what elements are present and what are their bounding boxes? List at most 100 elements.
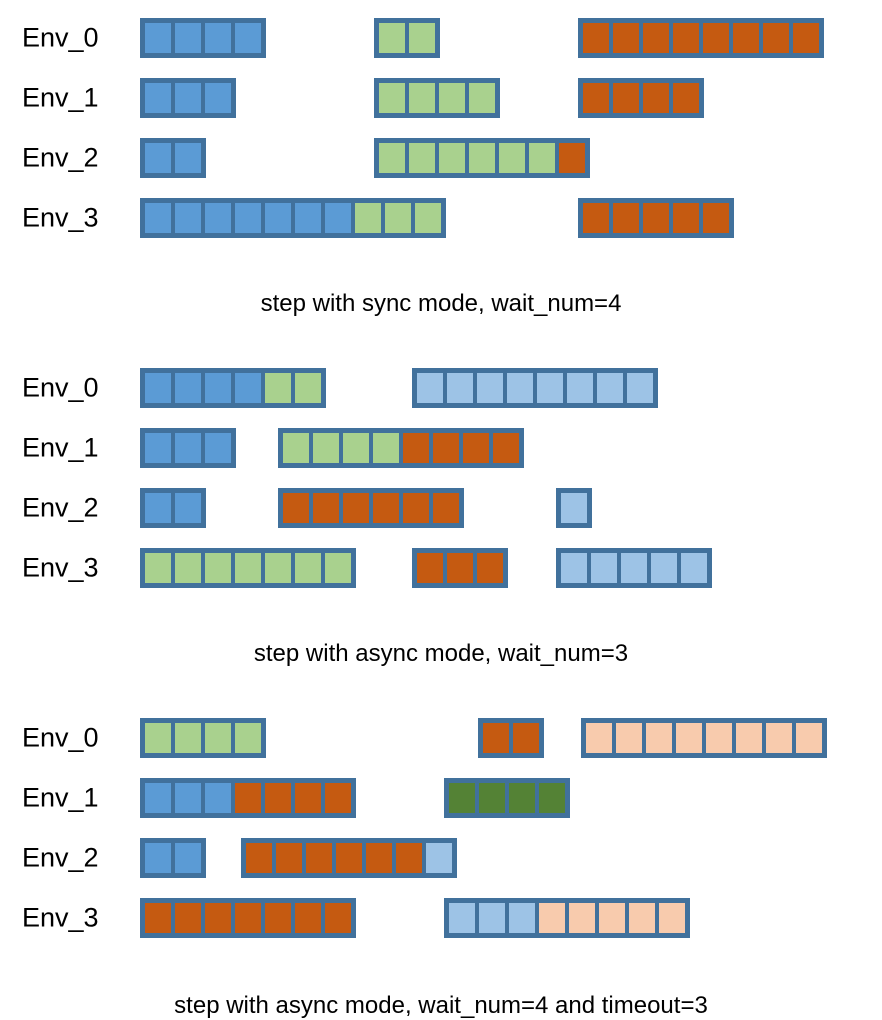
- step-block[interactable]: [140, 198, 446, 238]
- step-cell[interactable]: [469, 83, 495, 113]
- step-cell[interactable]: [175, 83, 201, 113]
- step-cell[interactable]: [507, 373, 533, 403]
- step-cell[interactable]: [409, 23, 435, 53]
- step-cell[interactable]: [145, 843, 171, 873]
- step-block[interactable]: [374, 78, 500, 118]
- step-cell[interactable]: [235, 783, 261, 813]
- step-cell[interactable]: [439, 83, 465, 113]
- step-cell[interactable]: [145, 143, 171, 173]
- step-cell[interactable]: [145, 203, 171, 233]
- step-cell[interactable]: [276, 843, 302, 873]
- step-cell[interactable]: [295, 553, 321, 583]
- step-cell[interactable]: [295, 203, 321, 233]
- step-cell[interactable]: [479, 783, 505, 813]
- step-cell[interactable]: [175, 493, 201, 523]
- step-cell[interactable]: [325, 783, 351, 813]
- step-cell[interactable]: [703, 203, 729, 233]
- step-cell[interactable]: [426, 843, 452, 873]
- step-cell[interactable]: [355, 203, 381, 233]
- step-cell[interactable]: [325, 203, 351, 233]
- step-cell[interactable]: [145, 433, 171, 463]
- step-cell[interactable]: [265, 203, 291, 233]
- step-cell[interactable]: [417, 553, 443, 583]
- step-block[interactable]: [578, 78, 704, 118]
- step-cell[interactable]: [409, 83, 435, 113]
- step-cell[interactable]: [483, 723, 509, 753]
- step-cell[interactable]: [621, 553, 647, 583]
- step-cell[interactable]: [736, 723, 762, 753]
- step-block[interactable]: [140, 78, 236, 118]
- step-cell[interactable]: [343, 493, 369, 523]
- step-cell[interactable]: [499, 143, 525, 173]
- step-cell[interactable]: [673, 83, 699, 113]
- step-cell[interactable]: [145, 23, 171, 53]
- step-cell[interactable]: [477, 373, 503, 403]
- step-block[interactable]: [578, 18, 824, 58]
- step-cell[interactable]: [205, 783, 231, 813]
- step-cell[interactable]: [246, 843, 272, 873]
- step-cell[interactable]: [205, 903, 231, 933]
- step-cell[interactable]: [205, 723, 231, 753]
- step-cell[interactable]: [175, 143, 201, 173]
- step-cell[interactable]: [306, 843, 332, 873]
- step-cell[interactable]: [205, 83, 231, 113]
- step-cell[interactable]: [415, 203, 441, 233]
- step-block[interactable]: [140, 428, 236, 468]
- step-cell[interactable]: [313, 433, 339, 463]
- step-cell[interactable]: [539, 783, 565, 813]
- step-cell[interactable]: [205, 23, 231, 53]
- step-cell[interactable]: [583, 203, 609, 233]
- step-cell[interactable]: [265, 553, 291, 583]
- step-cell[interactable]: [175, 783, 201, 813]
- step-cell[interactable]: [479, 903, 505, 933]
- step-cell[interactable]: [403, 433, 429, 463]
- step-cell[interactable]: [627, 373, 653, 403]
- step-cell[interactable]: [469, 143, 495, 173]
- step-cell[interactable]: [379, 23, 405, 53]
- step-cell[interactable]: [205, 433, 231, 463]
- step-cell[interactable]: [793, 23, 819, 53]
- step-block[interactable]: [478, 718, 544, 758]
- step-cell[interactable]: [396, 843, 422, 873]
- step-cell[interactable]: [175, 553, 201, 583]
- step-block[interactable]: [140, 548, 356, 588]
- step-block[interactable]: [140, 18, 266, 58]
- step-block[interactable]: [140, 898, 356, 938]
- step-cell[interactable]: [145, 553, 171, 583]
- step-cell[interactable]: [235, 903, 261, 933]
- step-cell[interactable]: [681, 553, 707, 583]
- step-block[interactable]: [140, 838, 206, 878]
- step-cell[interactable]: [706, 723, 732, 753]
- step-cell[interactable]: [583, 83, 609, 113]
- step-cell[interactable]: [235, 373, 261, 403]
- step-cell[interactable]: [205, 553, 231, 583]
- step-cell[interactable]: [561, 553, 587, 583]
- step-cell[interactable]: [766, 723, 792, 753]
- step-cell[interactable]: [599, 903, 625, 933]
- step-cell[interactable]: [643, 83, 669, 113]
- step-cell[interactable]: [295, 783, 321, 813]
- step-cell[interactable]: [379, 83, 405, 113]
- step-block[interactable]: [140, 138, 206, 178]
- step-cell[interactable]: [417, 373, 443, 403]
- step-cell[interactable]: [651, 553, 677, 583]
- step-cell[interactable]: [325, 553, 351, 583]
- step-cell[interactable]: [449, 783, 475, 813]
- step-cell[interactable]: [509, 783, 535, 813]
- step-cell[interactable]: [145, 83, 171, 113]
- step-cell[interactable]: [145, 903, 171, 933]
- step-cell[interactable]: [733, 23, 759, 53]
- step-cell[interactable]: [673, 23, 699, 53]
- step-cell[interactable]: [295, 903, 321, 933]
- step-cell[interactable]: [379, 143, 405, 173]
- step-block[interactable]: [278, 488, 464, 528]
- step-block[interactable]: [444, 898, 690, 938]
- step-cell[interactable]: [145, 493, 171, 523]
- step-cell[interactable]: [433, 433, 459, 463]
- step-block[interactable]: [581, 718, 827, 758]
- step-cell[interactable]: [659, 903, 685, 933]
- step-cell[interactable]: [586, 723, 612, 753]
- step-block[interactable]: [241, 838, 457, 878]
- step-block[interactable]: [412, 368, 658, 408]
- step-cell[interactable]: [513, 723, 539, 753]
